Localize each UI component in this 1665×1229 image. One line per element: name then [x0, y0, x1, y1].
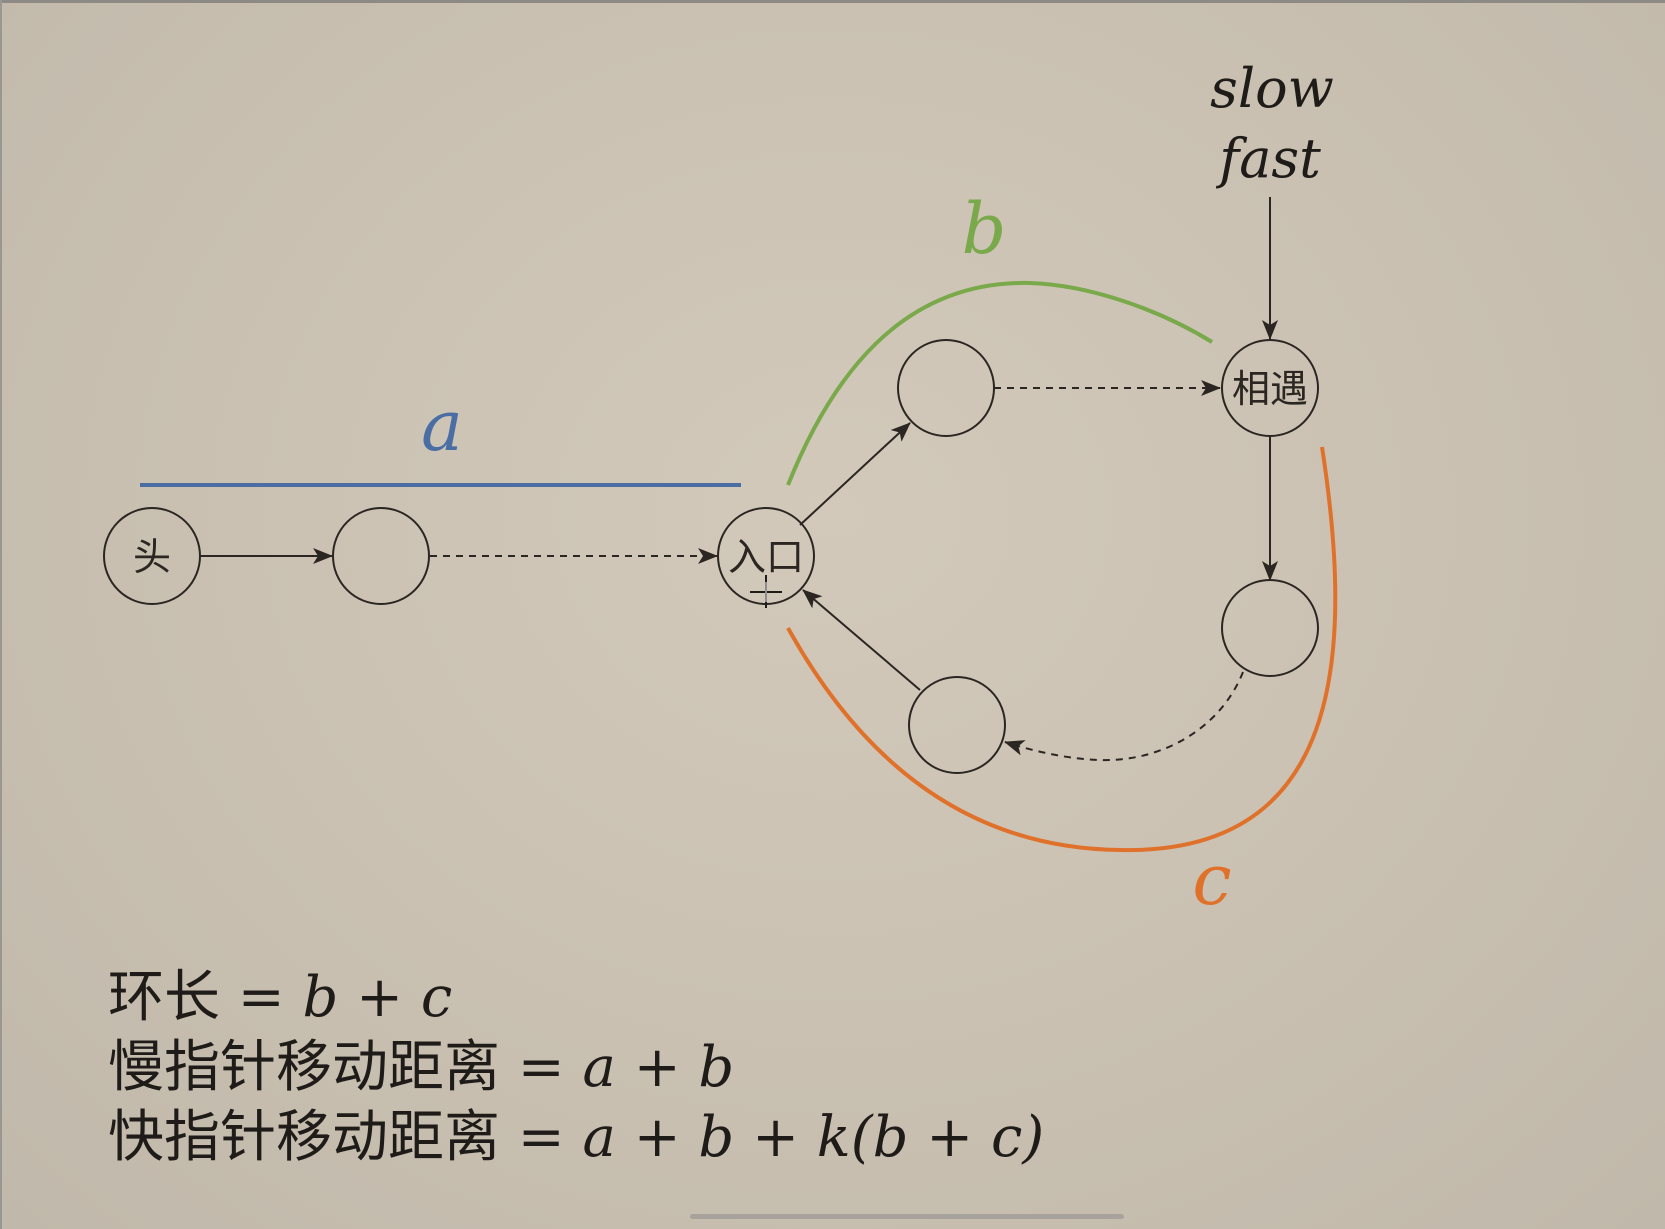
fast-distance-formula: 快指针移动距离 = a + b + k(b + c) — [108, 1103, 1044, 1173]
fast-distance-prefix: 快指针移动距离 — [108, 1105, 500, 1170]
node-meet — [1221, 339, 1319, 437]
ring-length-prefix: 环长 — [108, 965, 220, 1030]
node-meet-label: 相遇 — [1232, 367, 1308, 411]
segment-b-label: b — [962, 188, 1007, 270]
node-upper — [897, 339, 995, 437]
horizontal-scrollbar[interactable] — [690, 1214, 1124, 1219]
edge-entrance-to-upper — [799, 422, 911, 526]
node-lower — [908, 676, 1006, 774]
formula-block: 环长 = b + c 慢指针移动距离 = a + b 快指针移动距离 = a +… — [108, 963, 1044, 1173]
window-top-edge — [0, 0, 1665, 3]
fast-pointer-label: fast — [1215, 127, 1321, 190]
edge-right-to-lower — [1004, 671, 1244, 762]
segment-a-label: a — [421, 385, 463, 467]
slow-distance-prefix: 慢指针移动距离 — [108, 1035, 500, 1100]
ring-length-formula: 环长 = b + c — [108, 963, 1044, 1033]
node-head-label: 头 — [133, 535, 171, 579]
node-entrance-label: 入口 — [728, 535, 804, 579]
node-head — [103, 507, 201, 605]
fast-distance-expr: = a + b + k(b + c) — [500, 1105, 1045, 1170]
segment-c-label: c — [1192, 839, 1231, 921]
ring-length-expr: = b + c — [220, 965, 453, 1030]
slow-pointer-label: slow — [1210, 57, 1334, 120]
segment-b-arc — [786, 280, 1214, 486]
node-right — [1221, 579, 1319, 677]
segment-c-arc — [786, 446, 1338, 853]
edge-lower-to-entrance — [802, 589, 921, 691]
node-second — [332, 507, 430, 605]
slow-distance-formula: 慢指针移动距离 = a + b — [108, 1033, 1044, 1103]
move-cursor-icon — [750, 575, 782, 608]
slow-distance-expr: = a + b — [500, 1035, 735, 1100]
window-left-edge — [0, 0, 2, 1229]
